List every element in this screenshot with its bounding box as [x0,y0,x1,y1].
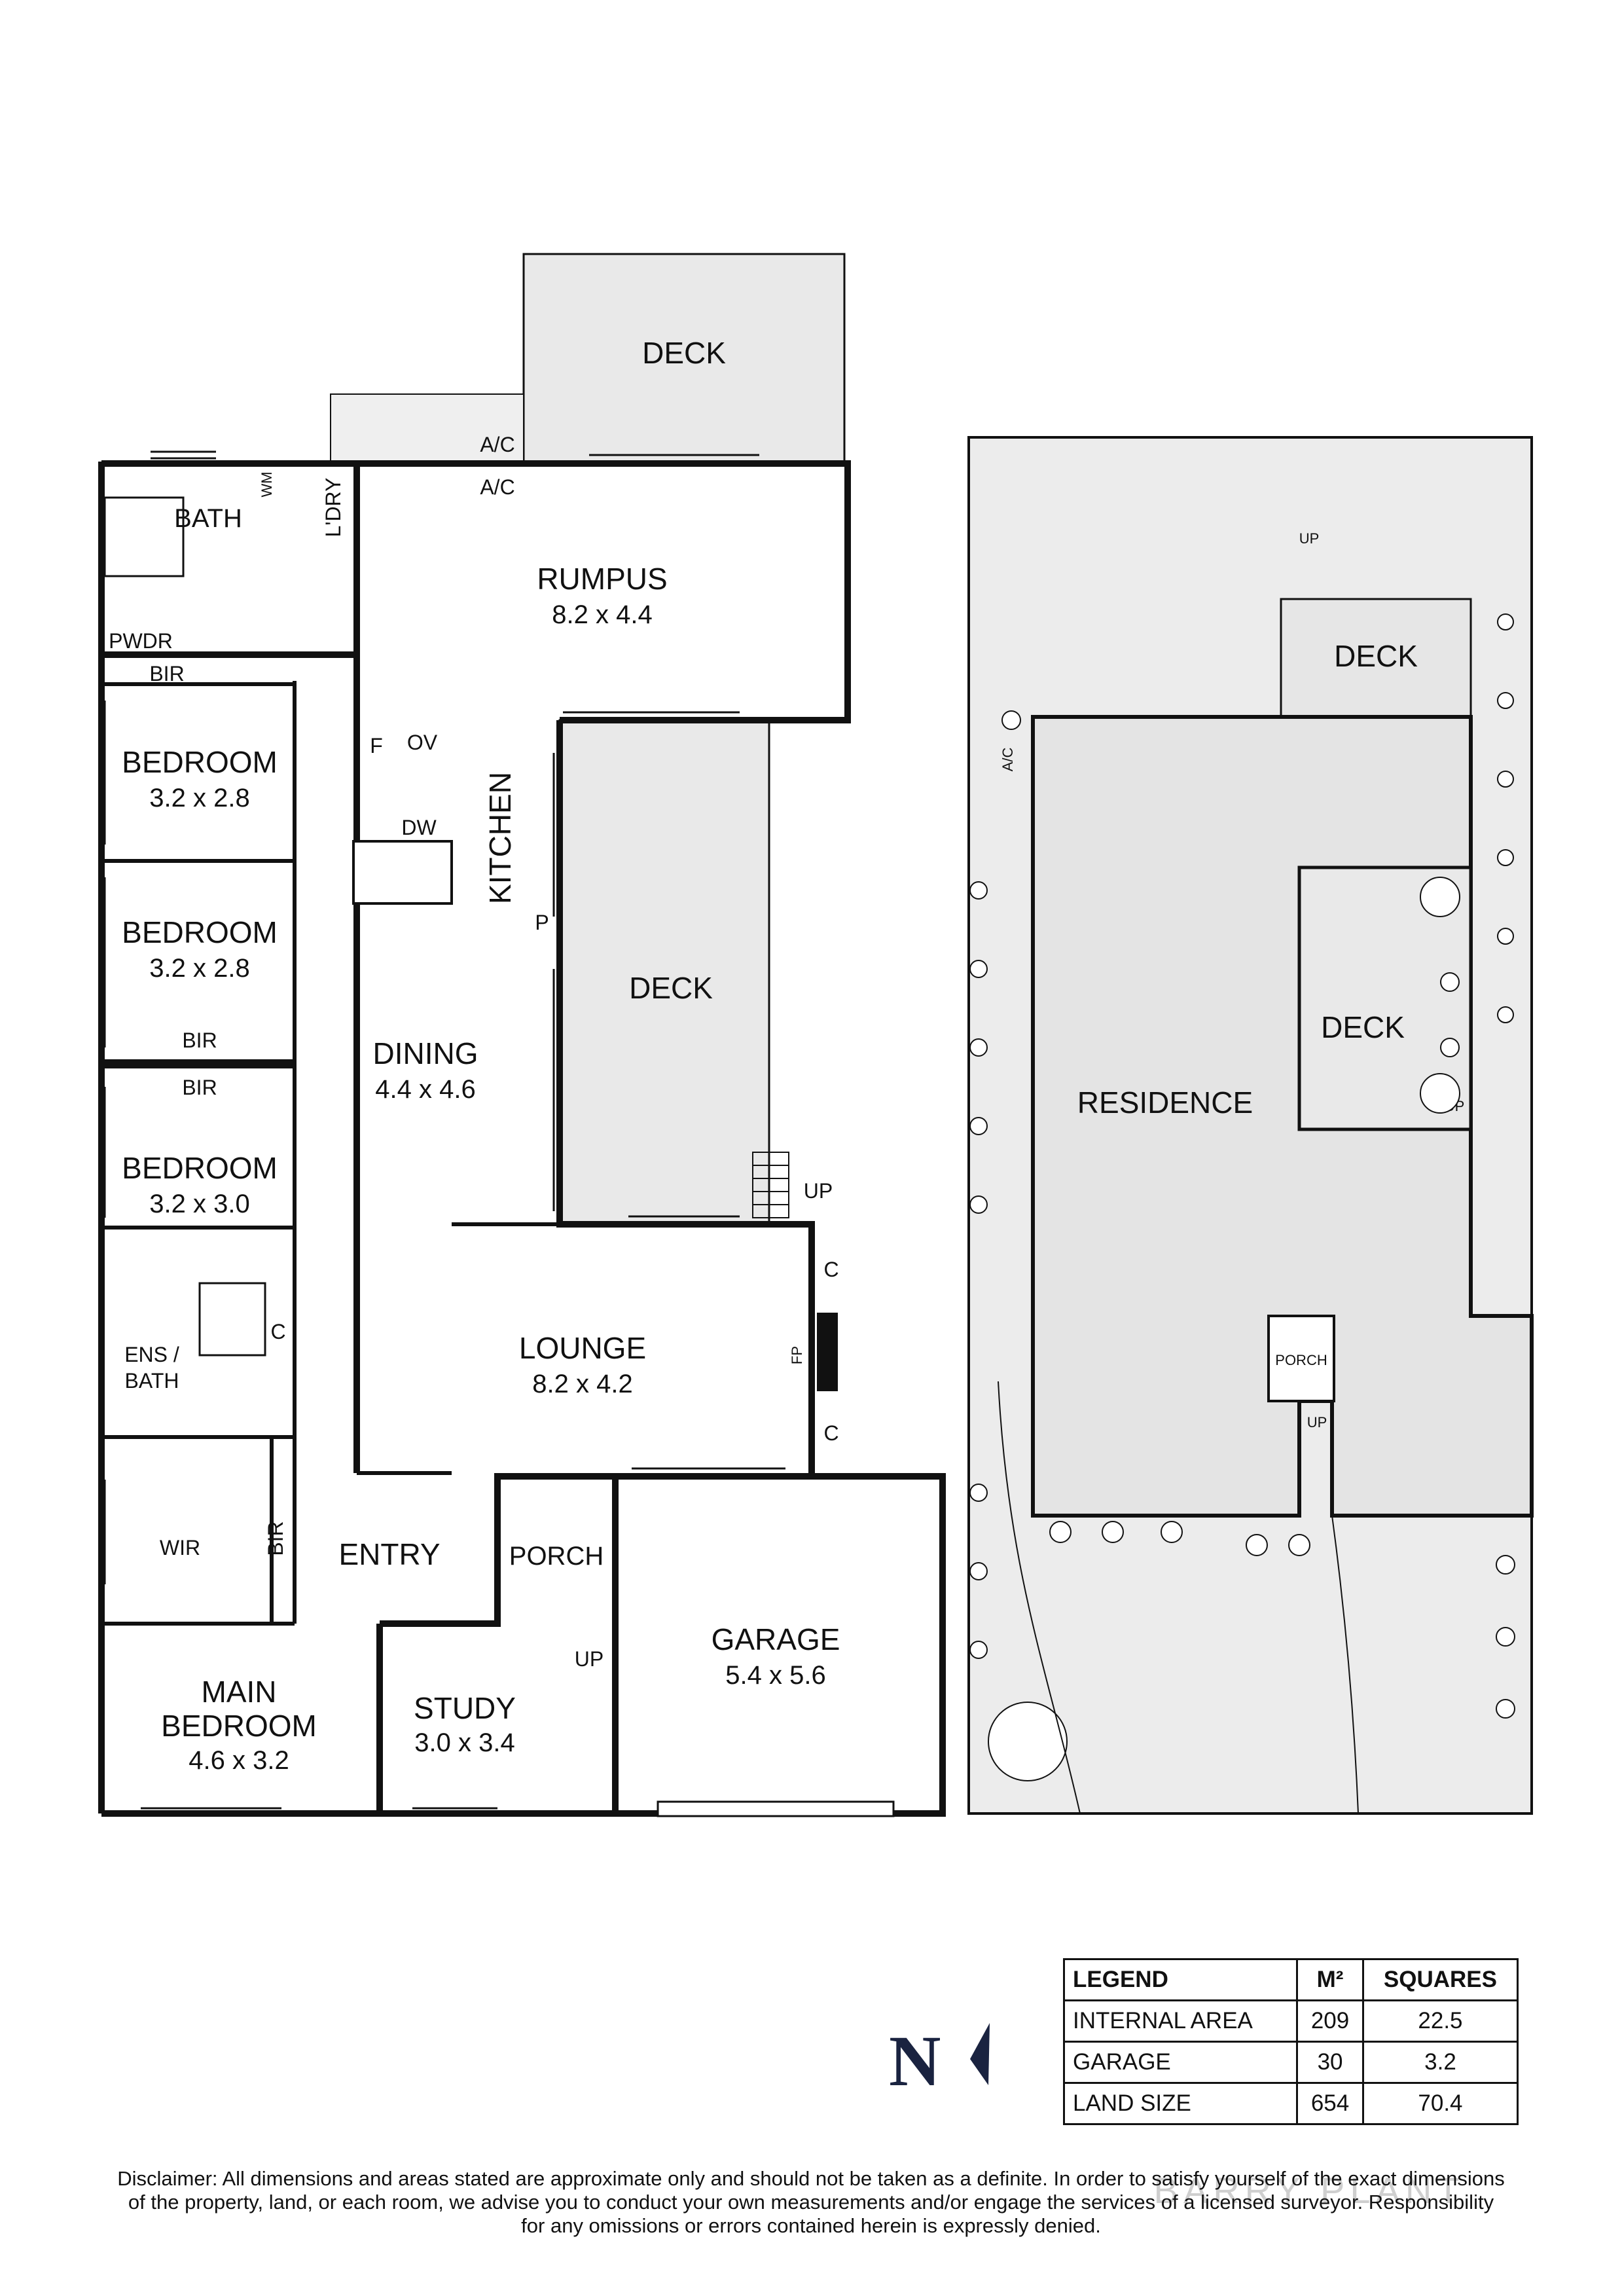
bath-label: BATH [174,504,242,533]
bir-label-4: BIR [264,1521,287,1556]
fridge-label: F [370,734,383,757]
deck-up-label: UP [804,1179,833,1203]
main-bedroom-dim: 4.6 x 3.2 [189,1746,289,1775]
windows [103,450,895,1817]
study-dim: 3.0 x 3.4 [414,1728,514,1757]
legend-row: LAND SIZE 654 70.4 [1062,2082,1519,2125]
bedroom-2-dim: 3.2 x 2.8 [149,954,249,983]
kitchen-label: KITCHEN [483,772,517,904]
site-ac-label: A/C [1000,748,1016,772]
legend-cell: 70.4 [1361,2082,1519,2125]
disclaimer: Disclaimer: All dimensions and areas sta… [72,2167,1550,2238]
site-driveway [998,1381,1081,1814]
oven-label: OV [407,731,438,754]
site-residence-label: RESIDENCE [1077,1085,1253,1120]
main-bedroom-label-1: MAIN [202,1675,277,1709]
bir-label-1: BIR [149,662,184,685]
deck-top-area [522,253,846,465]
main-bedroom-label-2: BEDROOM [161,1709,317,1743]
watermark: BARRY PLANT [1154,2170,1465,2211]
site-deck-top [1280,598,1472,718]
dining-label: DINING [373,1036,478,1070]
bir-label-2: BIR [182,1029,217,1052]
legend-cell: GARAGE [1062,2041,1299,2084]
ensuite-label: ENS / [124,1343,179,1366]
rumpus-dim: 8.2 x 4.4 [552,600,652,629]
site-deck-side-label: DECK [1321,1010,1405,1044]
garage-label: GARAGE [712,1622,840,1656]
deck-top-label: DECK [642,336,726,370]
cupboard-label-2: C [823,1421,838,1445]
wir-label: WIR [160,1536,200,1559]
site-path [1331,1515,1359,1814]
ensuite-shower [198,1282,266,1357]
walls [98,460,946,1817]
lounge-label: LOUNGE [519,1331,646,1365]
legend-cell: 30 [1296,2041,1364,2084]
legend-row: GARAGE 30 3.2 [1062,2041,1519,2084]
fp-label: FP [789,1346,805,1364]
pantry-label: P [535,911,549,934]
garage-dim: 5.4 x 5.6 [725,1661,825,1690]
legend-cell: 3.2 [1361,2041,1519,2084]
site-deck-top-label: DECK [1334,639,1418,673]
wm-label: WM [259,471,275,497]
bir-label-3: BIR [182,1076,217,1099]
bedroom-1-label: BEDROOM [122,745,278,779]
disclaimer-line: Disclaimer: All dimensions and areas sta… [117,2167,1505,2190]
dishwasher-label: DW [401,816,437,839]
bedroom-3-label: BEDROOM [122,1151,278,1185]
bedroom-3-dim: 3.2 x 3.0 [149,1190,249,1218]
legend-cell: LAND SIZE [1062,2082,1299,2125]
study-label: STUDY [414,1691,516,1725]
bath-shower [103,496,185,577]
north-letter: N [889,2021,941,2101]
legend-cell: 654 [1296,2082,1364,2125]
ac-label-1: A/C [480,433,514,456]
site-garden-up-label: UP [1299,530,1320,547]
porch-up-label: UP [575,1647,604,1671]
pwdr-label: PWDR [109,629,173,653]
site-porch [1267,1315,1335,1402]
fireplace [817,1313,838,1391]
site-shrubs [969,613,1515,1781]
disclaimer-line: of the property, land, or each room, we … [128,2191,1494,2214]
legend-cell: 22.5 [1361,1999,1519,2043]
legend-header-m2: M² [1296,1958,1364,2001]
legend-cell: INTERNAL AREA [1062,1999,1299,2043]
lounge-dim: 8.2 x 4.2 [532,1370,632,1398]
ac-label-2: A/C [480,475,514,499]
bedroom-1-dim: 3.2 x 2.8 [149,784,249,812]
rumpus-label: RUMPUS [537,562,667,596]
cupboard-label-1: C [823,1258,838,1281]
dining-dim: 4.4 x 4.6 [375,1075,475,1104]
kitchen-island [352,840,453,905]
legend-table: LEGEND M² SQUARES INTERNAL AREA 209 22.5… [1062,1958,1519,2125]
north-arrow-icon [970,2023,990,2085]
legend-header-row: LEGEND M² SQUARES [1062,1958,1519,2001]
legend-cell: 209 [1296,1999,1364,2043]
cupboard-label-3: C [270,1320,285,1343]
site-porch-label: PORCH [1275,1352,1327,1368]
ldry-label: L'DRY [321,478,345,538]
porch-label: PORCH [509,1542,604,1571]
deck-stairs [752,1152,789,1218]
disclaimer-line: for any omissions or errors contained he… [521,2214,1101,2237]
legend-row: INTERNAL AREA 209 22.5 [1062,1999,1519,2043]
legend-header-legend: LEGEND [1062,1958,1299,2001]
ensuite-bath-label: BATH [125,1369,179,1393]
legend-header-squares: SQUARES [1361,1958,1519,2001]
deck-mid-label: DECK [629,971,713,1005]
north-arrow: N [885,2020,1003,2101]
bedroom-2-label: BEDROOM [122,915,278,949]
entry-label: ENTRY [338,1537,440,1571]
site-porch-up-label: UP [1307,1414,1327,1430]
